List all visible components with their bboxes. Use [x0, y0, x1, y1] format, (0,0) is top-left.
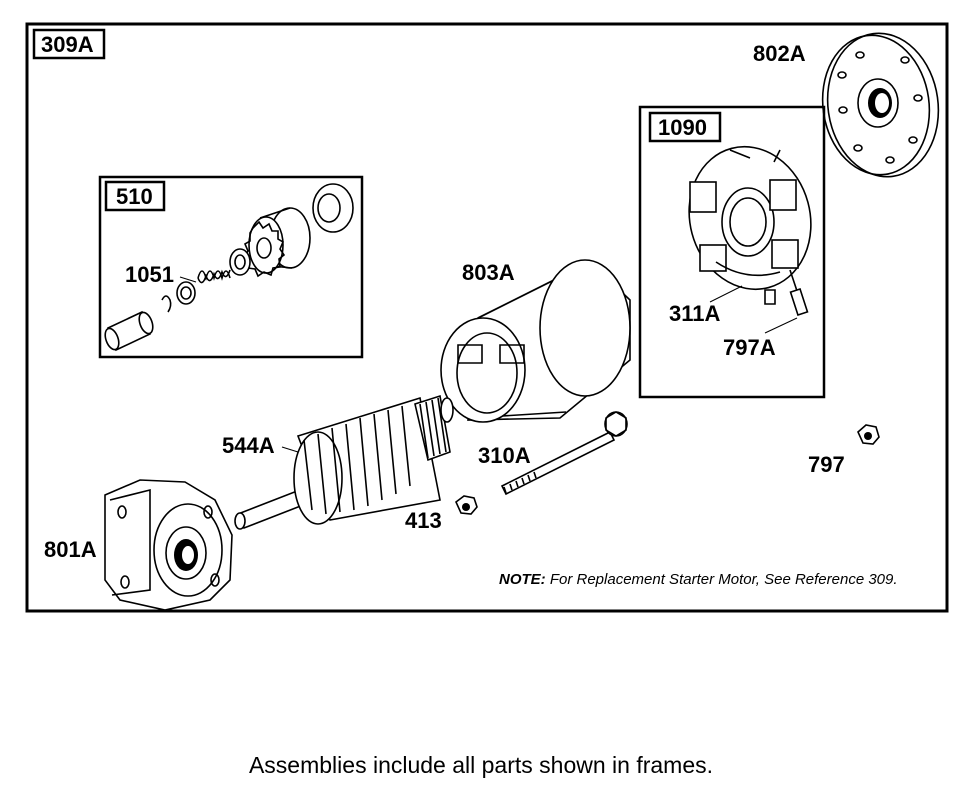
callout-544A: 544A — [222, 433, 275, 458]
callout-803A: 803A — [462, 260, 515, 285]
nut-797-drawing — [857, 424, 880, 445]
callout-413: 413 — [405, 508, 442, 533]
leader-311A — [709, 285, 743, 303]
brush-frame — [638, 105, 826, 399]
leader-1051 — [179, 276, 197, 283]
main-frame-label: 309A — [41, 32, 94, 57]
callout-797A: 797A — [723, 335, 776, 360]
armature-drawing — [234, 394, 454, 530]
leader-797A — [764, 317, 798, 334]
through-bolt-drawing — [500, 411, 628, 496]
drive-frame-label: 510 — [116, 184, 153, 209]
brush-holder-drawing — [688, 145, 812, 316]
main-frame — [25, 22, 949, 613]
drive-assembly-drawing — [104, 183, 354, 352]
callout-311A: 311A — [669, 301, 720, 326]
main-frame-tag — [32, 28, 106, 60]
drive-end-bracket-drawing — [104, 479, 233, 611]
callout-797: 797 — [808, 452, 845, 477]
figure-caption: Assemblies include all parts shown in fr… — [249, 752, 713, 778]
drive-frame-tag — [104, 180, 166, 212]
callout-802A: 802A — [753, 41, 806, 66]
callout-801A: 801A — [44, 537, 97, 562]
note-body: For Replacement Starter Motor, See Refer… — [550, 571, 898, 588]
nut-413-drawing — [455, 495, 478, 515]
note-text: NOTE: For Replacement Starter Motor, See… — [499, 571, 898, 588]
brush-frame-label: 1090 — [658, 115, 707, 140]
field-housing-drawing — [440, 259, 631, 423]
brush-frame-tag — [648, 111, 722, 143]
drive-frame — [98, 175, 364, 359]
callout-310A: 310A — [478, 443, 531, 468]
end-cover-plate-drawing — [821, 32, 940, 178]
callout-1051: 1051 — [125, 262, 174, 287]
note-prefix: NOTE: — [499, 571, 546, 588]
leader-544A — [281, 446, 299, 453]
